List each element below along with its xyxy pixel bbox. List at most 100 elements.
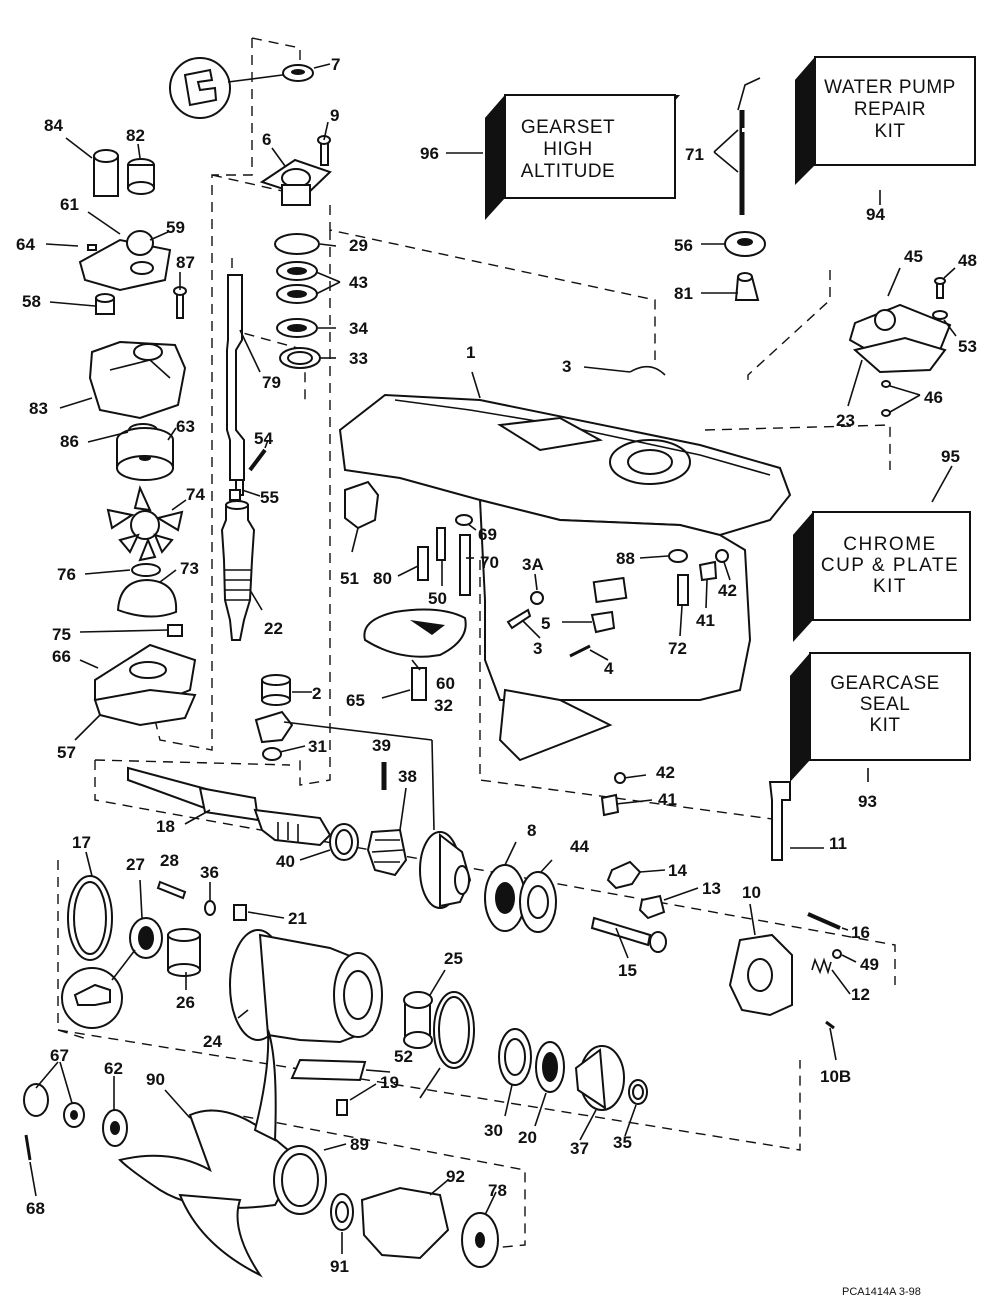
- callout-87: 87: [176, 253, 195, 272]
- gearcase-housing: [338, 393, 792, 762]
- callout-3a: 3A: [522, 555, 544, 574]
- water-pump-kit-line3: KIT: [874, 121, 905, 142]
- callout-96: 96: [420, 144, 439, 163]
- callout-12: 12: [851, 985, 870, 1004]
- callout-43: 43: [349, 273, 368, 292]
- callout-73: 73: [180, 559, 199, 578]
- callout-46: 46: [924, 388, 943, 407]
- callout-65: 65: [346, 691, 365, 710]
- callout-32: 32: [434, 696, 453, 715]
- callout-78: 78: [488, 1181, 507, 1200]
- chrome-kit-line3: KIT: [873, 576, 907, 597]
- callout-45: 45: [904, 247, 923, 266]
- callout-64: 64: [16, 235, 35, 254]
- callout-92: 92: [446, 1167, 465, 1186]
- gearcase-seal-kit-line2: SEAL: [860, 694, 911, 715]
- callout-60: 60: [436, 674, 455, 693]
- callout-70: 70: [480, 553, 499, 572]
- callout-2: 2: [312, 684, 321, 703]
- water-pump-kit-line1: WATER PUMP: [824, 77, 956, 98]
- callout-63: 63: [176, 417, 195, 436]
- callout-51: 51: [340, 569, 359, 588]
- callout-91: 91: [330, 1257, 349, 1276]
- callout-48: 48: [958, 251, 977, 270]
- callout-15: 15: [618, 961, 637, 980]
- callout-81: 81: [674, 284, 693, 303]
- callout-49: 49: [860, 955, 879, 974]
- callout-19: 19: [380, 1073, 399, 1092]
- water-pump-kit-line2: REPAIR: [854, 99, 926, 120]
- callout-20: 20: [518, 1128, 537, 1147]
- callout-42-upper: 42: [718, 581, 737, 600]
- kit-box-gearset: GEARSET HIGH ALTITUDE: [485, 94, 680, 220]
- gearcase-seal-kit-line1: GEARCASE: [830, 673, 940, 694]
- callout-76: 76: [57, 565, 76, 584]
- figure-reference: PCA1414A 3-98: [842, 1286, 921, 1298]
- callout-53: 53: [958, 337, 977, 356]
- callout-83: 83: [29, 399, 48, 418]
- callout-18: 18: [156, 817, 175, 836]
- callout-41-lower: 41: [658, 790, 677, 809]
- callout-16: 16: [851, 923, 870, 942]
- callout-61: 61: [60, 195, 79, 214]
- callout-79: 79: [262, 373, 281, 392]
- callout-7: 7: [331, 55, 340, 74]
- callout-37: 37: [570, 1139, 589, 1158]
- callout-59: 59: [166, 218, 185, 237]
- callout-8: 8: [527, 821, 536, 840]
- callout-40: 40: [276, 852, 295, 871]
- callout-71: 71: [685, 145, 704, 164]
- parts-artwork: [23, 57, 952, 1278]
- callout-55: 55: [260, 488, 279, 507]
- callout-82: 82: [126, 126, 145, 145]
- callout-94: 94: [866, 205, 885, 224]
- callout-labels: 7 9 6 84 82 61 59 64 87 58 83 86 63 74 7…: [16, 55, 977, 1276]
- callout-23: 23: [836, 411, 855, 430]
- callout-33: 33: [349, 349, 368, 368]
- callout-58: 58: [22, 292, 41, 311]
- chrome-kit-line2: CUP & PLATE: [821, 555, 959, 576]
- callout-44: 44: [570, 837, 589, 856]
- gearset-kit-line3: ALTITUDE: [521, 161, 615, 182]
- callout-50: 50: [428, 589, 447, 608]
- kit-box-chrome-cup-plate: CHROME CUP & PLATE KIT: [793, 511, 971, 642]
- callout-14: 14: [668, 861, 687, 880]
- callout-67: 67: [50, 1046, 69, 1065]
- callout-11: 11: [829, 834, 847, 853]
- callout-24: 24: [203, 1032, 222, 1051]
- callout-9: 9: [330, 106, 339, 125]
- callout-68: 68: [26, 1199, 45, 1218]
- callout-21: 21: [288, 909, 307, 928]
- callout-29: 29: [349, 236, 368, 255]
- callout-26: 26: [176, 993, 195, 1012]
- callout-27: 27: [126, 855, 145, 874]
- callout-41-upper: 41: [696, 611, 715, 630]
- callout-93: 93: [858, 792, 877, 811]
- callout-75: 75: [52, 625, 71, 644]
- callout-69: 69: [478, 525, 497, 544]
- callout-88: 88: [616, 549, 635, 568]
- callout-52: 52: [394, 1047, 413, 1066]
- callout-86: 86: [60, 432, 79, 451]
- callout-36: 36: [200, 863, 219, 882]
- gearcase-seal-kit-line3: KIT: [869, 715, 900, 736]
- callout-95: 95: [941, 447, 960, 466]
- callout-39: 39: [372, 736, 391, 755]
- callout-72: 72: [668, 639, 687, 658]
- callout-34: 34: [349, 319, 368, 338]
- callout-3-upper: 3: [562, 357, 571, 376]
- gearset-kit-line1: GEARSET: [521, 117, 615, 138]
- callout-13: 13: [702, 879, 721, 898]
- callout-42-lower: 42: [656, 763, 675, 782]
- leader-lines: [29, 63, 957, 1254]
- callout-74: 74: [186, 485, 205, 504]
- callout-56: 56: [674, 236, 693, 255]
- callout-35: 35: [613, 1133, 632, 1152]
- chrome-kit-line1: CHROME: [843, 534, 936, 555]
- callout-54: 54: [254, 429, 273, 448]
- kit-box-gearcase-seal: GEARCASE SEAL KIT: [790, 652, 971, 782]
- callout-4: 4: [604, 659, 614, 678]
- callout-38: 38: [398, 767, 417, 786]
- callout-10b: 10B: [820, 1067, 851, 1086]
- kit-box-water-pump: WATER PUMP REPAIR KIT: [795, 56, 976, 185]
